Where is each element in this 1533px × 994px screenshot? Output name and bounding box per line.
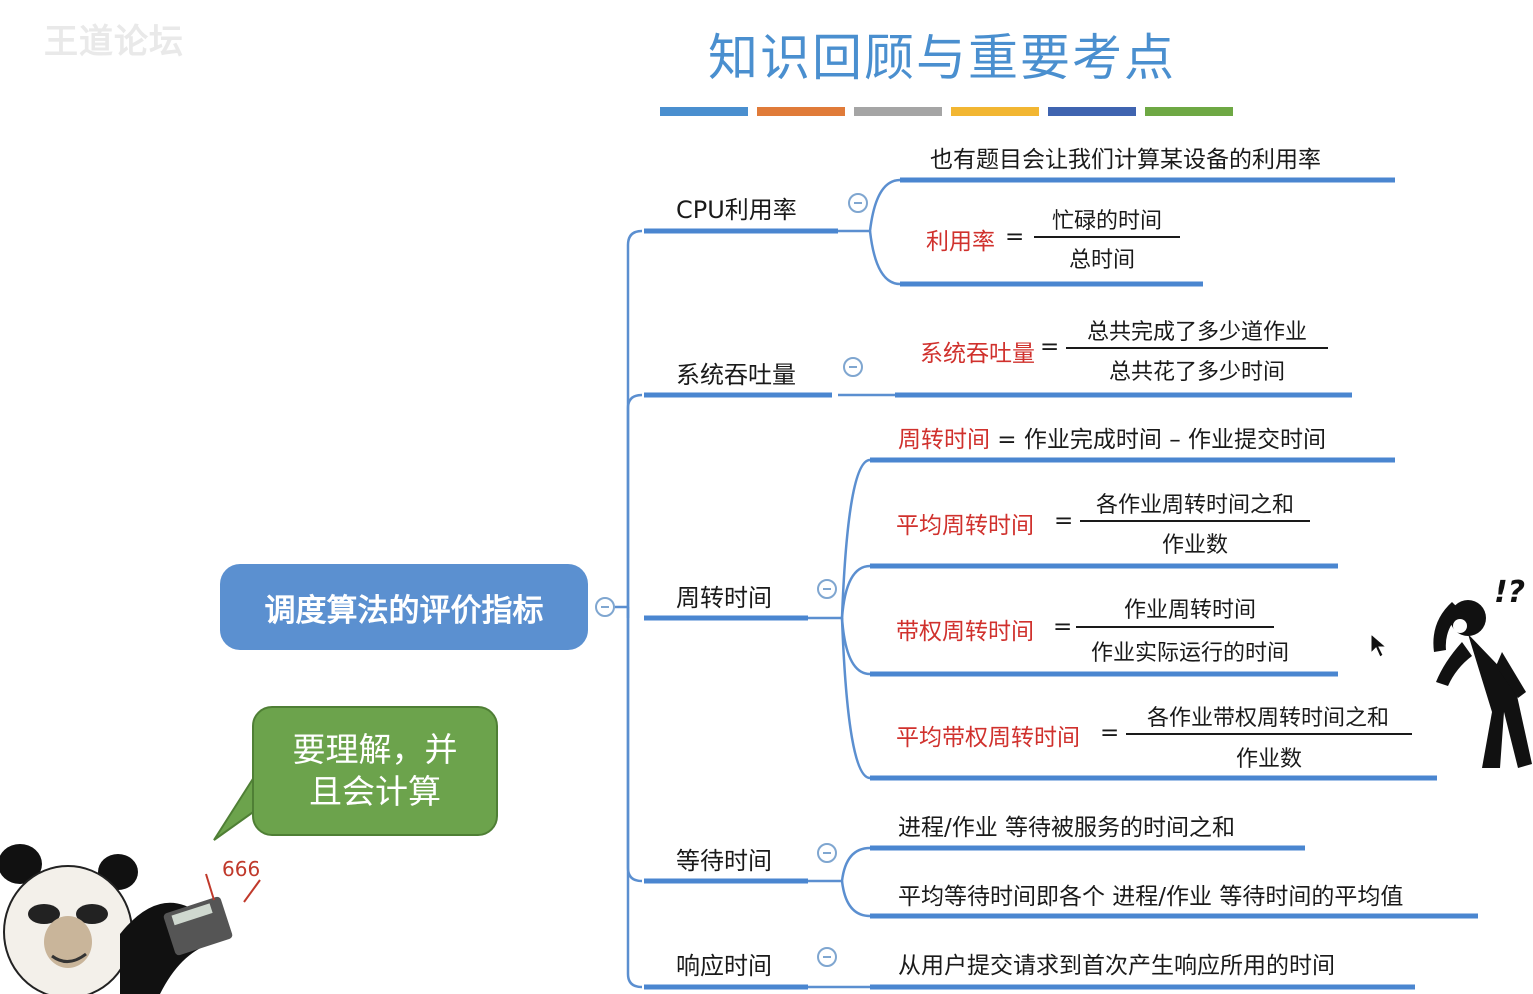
color-strip-3 xyxy=(854,107,942,116)
turnaround-f3-eq: = xyxy=(1053,614,1073,640)
throughput-formula-denominator: 总共花了多少时间 xyxy=(1108,360,1285,385)
turnaround-collapse-icon[interactable] xyxy=(817,579,837,599)
branch-cpu-label[interactable]: CPU利用率 xyxy=(676,196,797,224)
cpu-formula-bar xyxy=(1034,236,1180,238)
branch-turnaround-label[interactable]: 周转时间 xyxy=(676,584,772,612)
response-l1: 从用户提交请求到首次产生响应所用的时间 xyxy=(898,953,1335,979)
root-label: 调度算法的评价指标 xyxy=(264,592,544,629)
turnaround-f2-bar xyxy=(1080,520,1310,522)
color-strip-1 xyxy=(660,107,748,116)
turnaround-f4-denominator: 作业数 xyxy=(1235,747,1302,772)
turnaround-f3-numerator: 作业周转时间 xyxy=(1123,598,1256,623)
speech-bubble: 要理解，并 且会计算 xyxy=(252,706,498,836)
turnaround-f2-numerator: 各作业周转时间之和 xyxy=(1095,493,1294,518)
root-collapse-icon[interactable] xyxy=(595,597,615,617)
cpu-formula-name: 利用率 xyxy=(926,229,995,255)
branch-response-label[interactable]: 响应时间 xyxy=(676,952,772,980)
turnaround-f2-eq: = xyxy=(1054,508,1074,534)
turnaround-f2-denominator: 作业数 xyxy=(1161,533,1228,558)
response-collapse-icon[interactable] xyxy=(817,947,837,967)
mouse-cursor-icon xyxy=(1370,633,1388,658)
turnaround-f1: 周转时间 = 作业完成时间 – 作业提交时间 xyxy=(898,420,1326,454)
bubble-line-2: 且会计算 xyxy=(309,772,441,811)
throughput-formula-eq: = xyxy=(1040,334,1060,360)
turnaround-f3-bar xyxy=(1076,626,1274,628)
waiting-collapse-icon[interactable] xyxy=(817,843,837,863)
turnaround-f2-name: 平均周转时间 xyxy=(896,513,1034,539)
svg-text:!?: !? xyxy=(1494,575,1525,610)
waiting-l2: 平均等待时间即各个 进程/作业 等待时间的平均值 xyxy=(898,884,1404,910)
cpu-formula-eq: = xyxy=(1005,224,1025,250)
color-strip-5 xyxy=(1048,107,1136,116)
color-strip-6 xyxy=(1145,107,1233,116)
confused-stick-figure-image: !? xyxy=(1433,575,1532,768)
cpu-note: 也有题目会让我们计算某设备的利用率 xyxy=(930,147,1321,173)
turnaround-f4-name: 平均带权周转时间 xyxy=(896,725,1080,751)
cpu-collapse-icon[interactable] xyxy=(848,193,868,213)
cpu-formula-denominator: 总时间 xyxy=(1068,248,1135,273)
turnaround-f3-name: 带权周转时间 xyxy=(896,619,1034,645)
waiting-l1: 进程/作业 等待被服务的时间之和 xyxy=(898,815,1236,841)
turnaround-f4-eq: = xyxy=(1100,720,1120,746)
throughput-formula-numerator: 总共完成了多少道作业 xyxy=(1086,320,1307,345)
turnaround-f3-denominator: 作业实际运行的时间 xyxy=(1090,641,1289,666)
turnaround-f4-bar xyxy=(1126,733,1412,735)
branch-throughput-label[interactable]: 系统吞吐量 xyxy=(676,361,796,389)
branch-waiting-label[interactable]: 等待时间 xyxy=(676,847,772,875)
turnaround-f4-numerator: 各作业带权周转时间之和 xyxy=(1146,706,1389,731)
watermark: 王道论坛 xyxy=(44,22,184,62)
color-strip-2 xyxy=(757,107,845,116)
bubble-line-1: 要理解，并 xyxy=(292,730,458,769)
meme-666-text: 666 xyxy=(222,857,260,881)
page-title: 知识回顾与重要考点 xyxy=(708,29,1176,87)
panda-meme-image: 666 xyxy=(0,844,261,994)
cpu-formula-numerator: 忙碌的时间 xyxy=(1051,209,1162,234)
throughput-collapse-icon[interactable] xyxy=(843,357,863,377)
throughput-formula-name: 系统吞吐量 xyxy=(920,341,1035,367)
throughput-formula-bar xyxy=(1066,347,1328,349)
color-strip-4 xyxy=(951,107,1039,116)
turnaround-f1-name: 周转时间 xyxy=(898,427,990,453)
root-node[interactable]: 调度算法的评价指标 xyxy=(220,564,588,650)
turnaround-f1-rest: = 作业完成时间 – 作业提交时间 xyxy=(990,427,1327,453)
